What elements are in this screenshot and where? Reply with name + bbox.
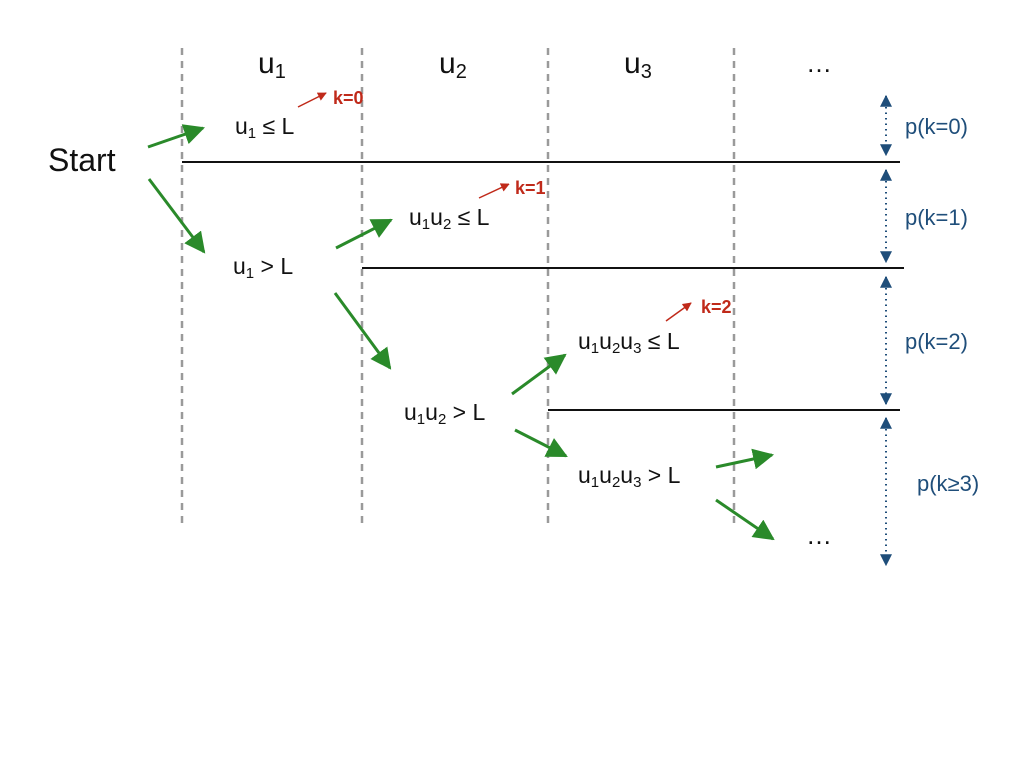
prob-label-k0: p(k=0) xyxy=(905,114,968,139)
branch-arrow-u1u2-to-u1u2u3-le xyxy=(511,353,567,396)
branch-arrow-u1-to-u1u2-gt xyxy=(333,292,392,370)
condition-u1u2-gt-L: u1u2 > L xyxy=(404,399,485,428)
start-label: Start xyxy=(48,142,116,178)
branch-arrow-u1-to-u1u2-le xyxy=(335,218,393,250)
branch-arrow-start-to-u1-le xyxy=(147,124,205,149)
prob-label-k2: p(k=2) xyxy=(905,329,968,354)
branch-arrow-u1u2-to-u1u2u3-gt xyxy=(514,428,568,458)
k0-arrow xyxy=(297,92,327,108)
branch-arrow-u1u2u3-to-next-2 xyxy=(715,498,775,541)
k1-label: k=1 xyxy=(515,178,546,198)
condition-u1-le-L: u1 ≤ L xyxy=(235,113,295,142)
column-header-u2: u2 xyxy=(439,47,467,83)
column-header-ellipsis: … xyxy=(806,48,832,78)
column-header-u3: u3 xyxy=(624,47,652,83)
prob-label-k1: p(k=1) xyxy=(905,205,968,230)
k2-arrow xyxy=(665,302,692,322)
condition-u1u2-le-L: u1u2 ≤ L xyxy=(409,204,490,233)
condition-u1u2u3-le-L: u1u2u3 ≤ L xyxy=(578,328,680,357)
k2-label: k=2 xyxy=(701,297,732,317)
column-header-u1: u1 xyxy=(258,47,286,83)
condition-u1-gt-L: u1 > L xyxy=(233,253,293,282)
condition-u1u2u3-gt-L: u1u2u3 > L xyxy=(578,462,681,491)
branch-arrow-u1u2u3-to-next-1 xyxy=(715,448,775,470)
branch-arrow-start-to-u1-gt xyxy=(147,178,206,254)
trailing-ellipsis: … xyxy=(806,520,832,550)
k0-label: k=0 xyxy=(333,88,364,108)
prob-label-k3plus: p(k≥3) xyxy=(917,471,979,496)
k1-arrow xyxy=(478,183,510,199)
